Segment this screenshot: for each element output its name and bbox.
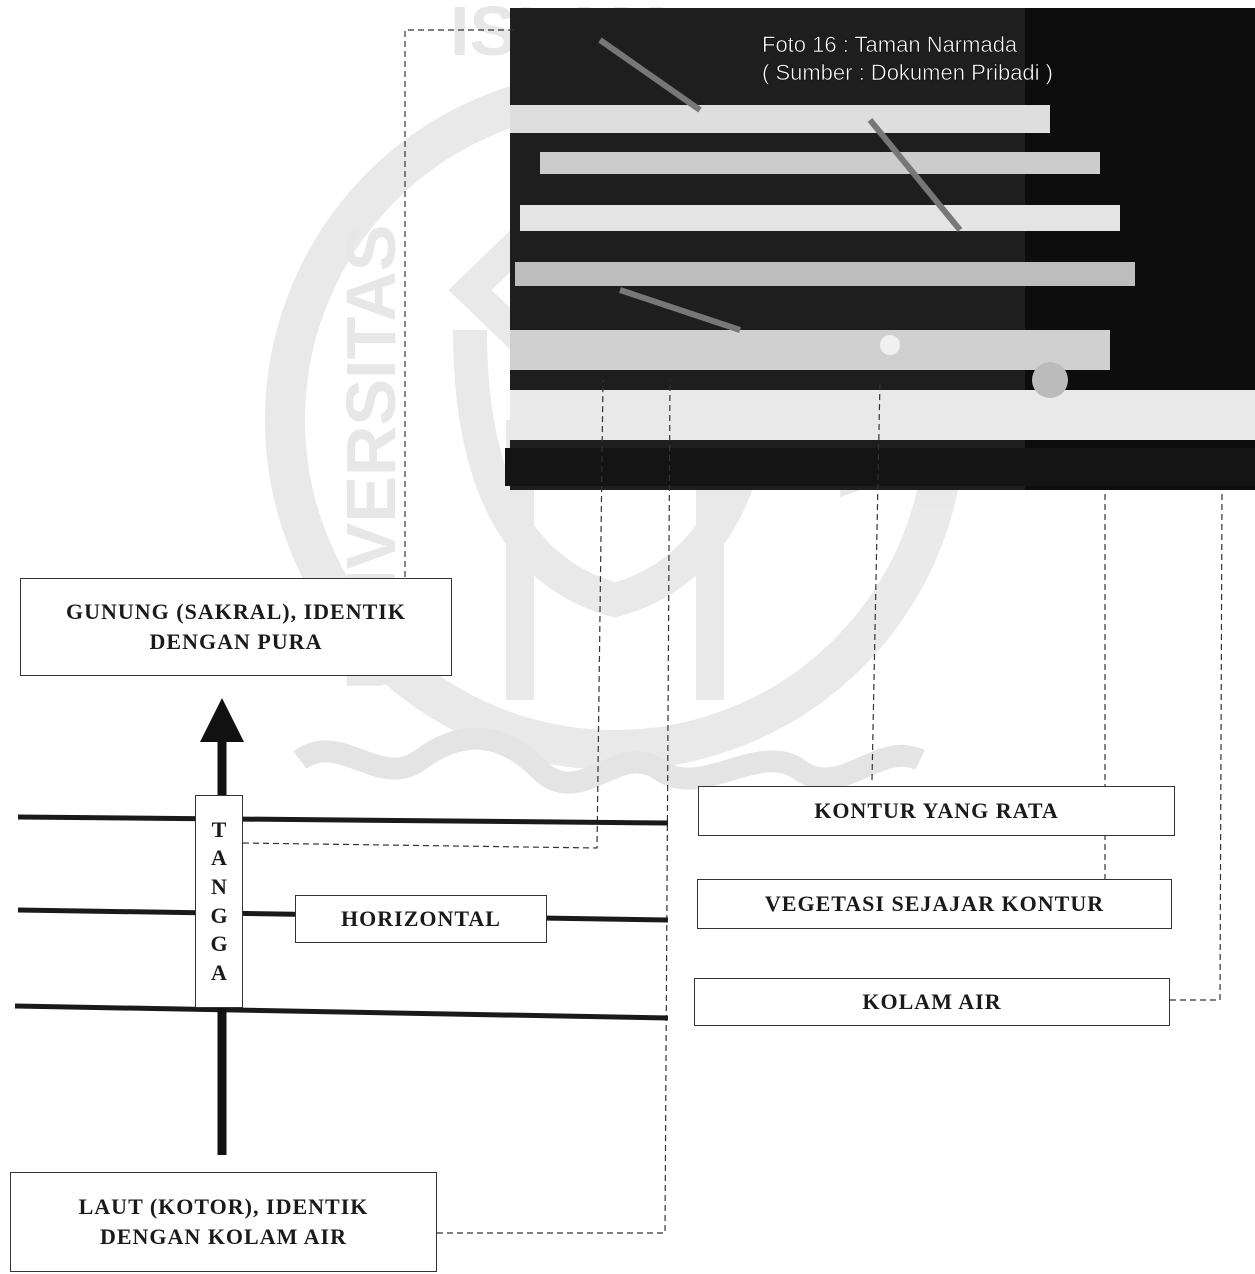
label-kontur-text: KONTUR YANG RATA — [814, 796, 1059, 826]
leader-kolam — [1170, 490, 1222, 1000]
label-tangga-letter-1: T — [212, 816, 227, 845]
label-gunung-line-2: DENGAN PURA — [150, 627, 323, 657]
label-tangga-letter-3: N — [211, 873, 227, 902]
label-laut-line-2: DENGAN KOLAM AIR — [100, 1222, 347, 1252]
label-laut-line-1: LAUT (KOTOR), IDENTIK — [79, 1192, 369, 1222]
label-tangga-letter-4: G — [210, 902, 227, 931]
label-kolam-text: KOLAM AIR — [862, 987, 1001, 1017]
label-tangga-box: T A N G G A — [195, 795, 243, 1008]
contour-line-top — [18, 817, 668, 823]
label-gunung-line-1: GUNUNG (SAKRAL), IDENTIK — [66, 597, 406, 627]
label-kontur-box: KONTUR YANG RATA — [698, 786, 1175, 836]
photo-caption-line-2: ( Sumber : Dokumen Pribadi ) — [762, 60, 1053, 85]
leader-laut — [437, 380, 670, 1233]
label-horizontal-text: HORIZONTAL — [341, 904, 501, 934]
label-gunung-box: GUNUNG (SAKRAL), IDENTIK DENGAN PURA — [20, 578, 452, 676]
label-vegetasi-text: VEGETASI SEJAJAR KONTUR — [765, 889, 1104, 919]
label-laut-box: LAUT (KOTOR), IDENTIK DENGAN KOLAM AIR — [10, 1172, 437, 1272]
label-tangga-letter-5: G — [210, 930, 227, 959]
contour-line-bottom — [15, 1006, 668, 1018]
arrow-up-icon — [200, 698, 244, 742]
label-tangga-letter-2: A — [211, 844, 227, 873]
label-kolam-box: KOLAM AIR — [694, 978, 1170, 1026]
label-horizontal-box: HORIZONTAL — [295, 895, 547, 943]
label-tangga-letter-6: A — [211, 959, 227, 988]
photo-caption-line-1: Foto 16 : Taman Narmada — [762, 32, 1018, 57]
label-vegetasi-box: VEGETASI SEJAJAR KONTUR — [697, 879, 1172, 929]
